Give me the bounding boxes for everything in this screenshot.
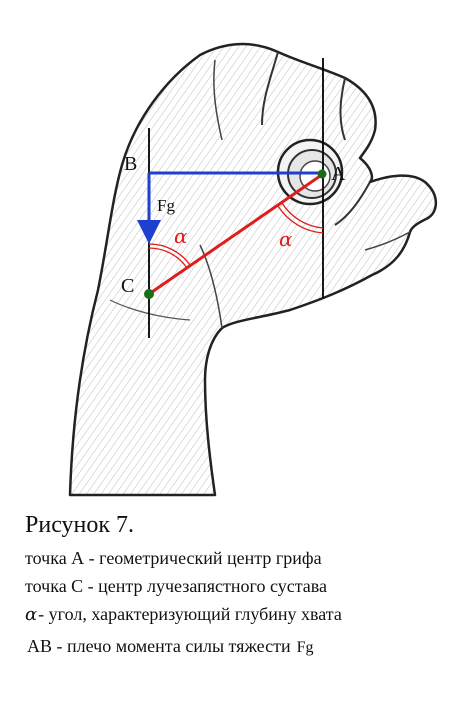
label-point-b: B <box>124 153 137 175</box>
finger-crease <box>339 77 346 141</box>
label-angle-c: α <box>174 224 188 248</box>
finger-crease <box>213 59 223 141</box>
finger-crease <box>261 51 279 126</box>
caption-title: Рисунок 7. <box>25 512 135 538</box>
wrist-grip-diagram: A B C Fg α α <box>68 42 438 497</box>
label-point-a: A <box>331 163 346 185</box>
angle-arc-a <box>277 205 324 234</box>
forearm-fist-outline <box>68 42 438 497</box>
point-a-marker <box>317 169 327 179</box>
label-point-c: C <box>121 275 134 297</box>
caption-line-point-a: точка А - геометрический центр грифа <box>25 548 322 568</box>
thumb-crease <box>334 181 371 226</box>
palm-crease <box>199 244 223 329</box>
wrist-crease <box>109 299 191 321</box>
angle-arc-c <box>148 247 188 269</box>
caption-ab-force: Fg <box>296 639 314 656</box>
caption-line-ab: АВ - плечо момента силы тяжести Fg <box>25 632 472 662</box>
label-force: Fg <box>157 196 175 215</box>
label-angle-a: α <box>279 227 293 251</box>
angle-arc-c <box>148 243 191 266</box>
caption-ab-text: АВ - плечо момента силы тяжести <box>27 636 291 656</box>
caption-line-angle: α- угол, характеризующий глубину хвата <box>25 600 472 629</box>
caption-line-point-c: точка С - центр лучезапястного сустава <box>25 576 328 596</box>
figure-caption: Рисунок 7. точка А - геометрический цент… <box>25 510 472 662</box>
angle-arc-a <box>281 202 324 229</box>
alpha-symbol: α <box>25 604 38 625</box>
thumb-crease <box>364 231 411 251</box>
point-c-marker <box>144 289 154 299</box>
hand-sketch <box>68 42 438 497</box>
line-ac <box>148 172 324 296</box>
caption-angle-text: - угол, характеризующий глубину хвата <box>38 604 342 624</box>
